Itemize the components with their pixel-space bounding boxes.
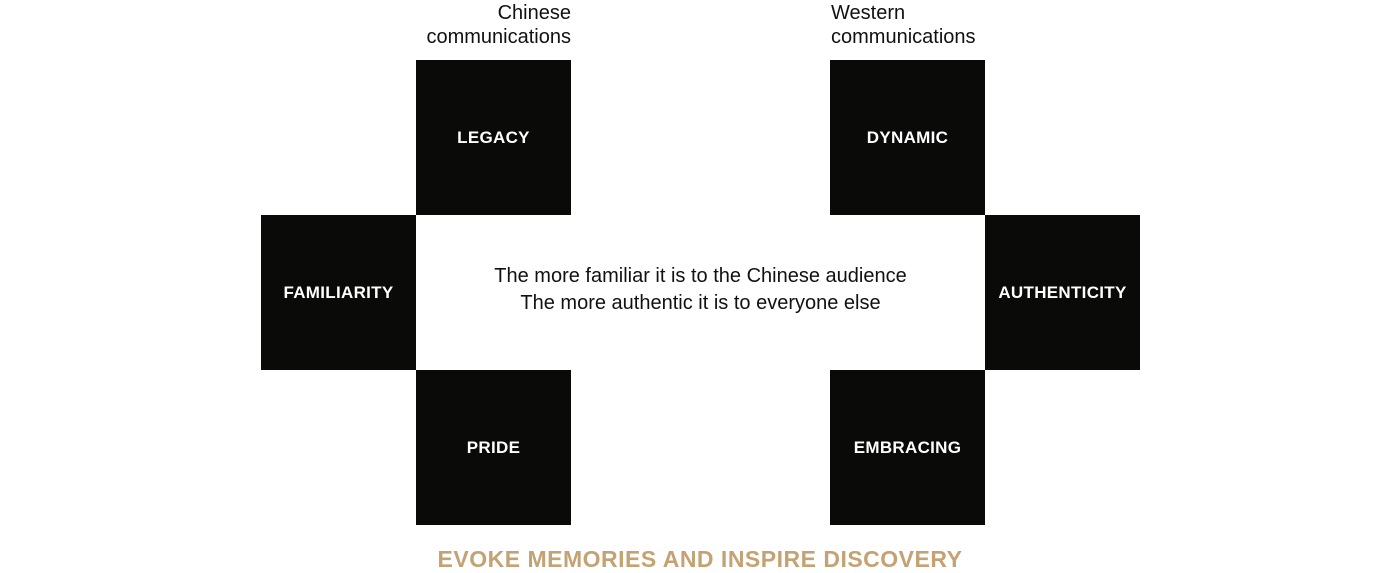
center-statement-line1: The more familiar it is to the Chinese a…: [494, 265, 907, 287]
authenticity-label: AUTHENTICITY: [998, 282, 1127, 302]
authenticity-box: AUTHENTICITY: [985, 215, 1140, 370]
embracing-box: EMBRACING: [830, 370, 985, 525]
familiarity-label: FAMILIARITY: [283, 282, 394, 302]
tagline: EVOKE MEMORIES AND INSPIRE DISCOVERY: [437, 546, 963, 572]
chinese-heading-line2: communications: [426, 26, 571, 48]
legacy-label: LEGACY: [457, 127, 530, 147]
dynamic-label: DYNAMIC: [866, 127, 949, 147]
chinese-heading-line1: Chinese: [497, 2, 571, 24]
dynamic-box: DYNAMIC: [830, 60, 985, 215]
center-statement: The more familiar it is to the Chinese a…: [416, 263, 985, 317]
chinese-communications-heading: Chinese communications: [426, 1, 571, 49]
center-statement-line2: The more authentic it is to everyone els…: [520, 292, 881, 314]
familiarity-box: FAMILIARITY: [261, 215, 416, 370]
pride-label: PRIDE: [466, 437, 521, 457]
western-communications-heading: Western communications: [831, 1, 976, 49]
western-heading-line2: communications: [831, 26, 976, 48]
western-heading-line1: Western: [831, 2, 906, 24]
embracing-label: EMBRACING: [853, 437, 962, 457]
pride-box: PRIDE: [416, 370, 571, 525]
legacy-box: LEGACY: [416, 60, 571, 215]
